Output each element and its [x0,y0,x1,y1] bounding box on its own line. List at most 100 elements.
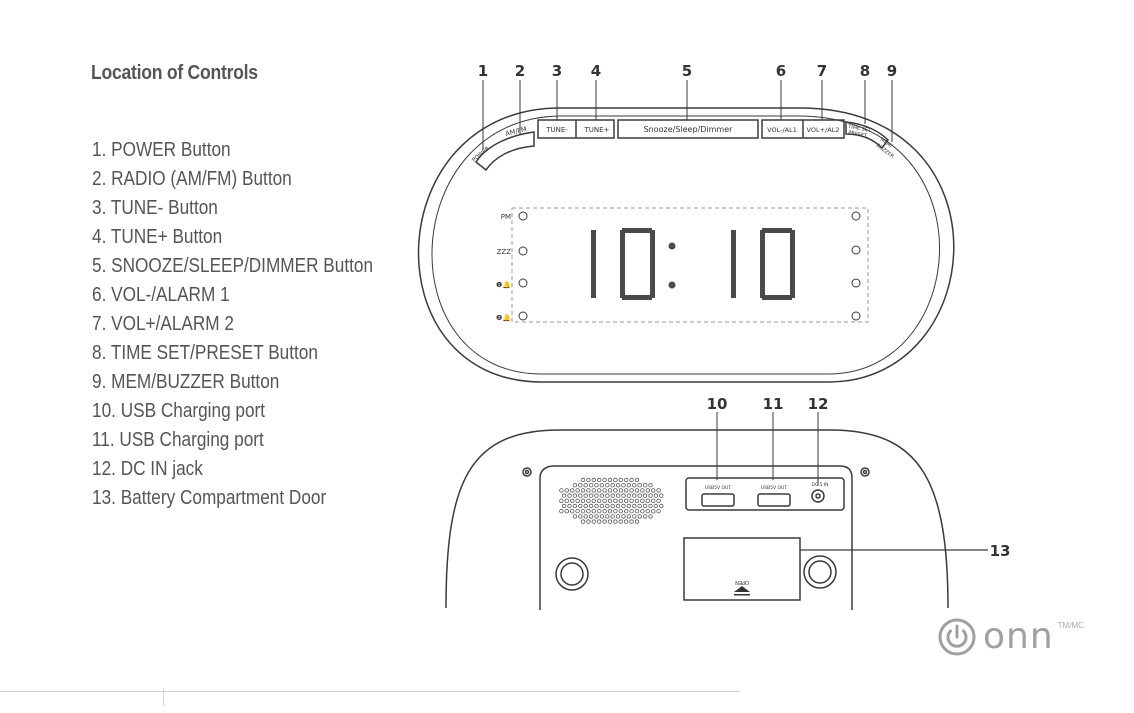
control-item-radio: 2. RADIO (AM/FM) Button [92,168,292,190]
callout-6: 6 [776,62,786,80]
control-item-power: 1. POWER Button [92,139,231,161]
grille-hole [621,483,626,488]
callout-1: 1 [478,62,488,80]
grille-hole [648,493,653,498]
grille-hole [602,477,607,483]
grille-hole [591,509,596,514]
grille-hole [656,488,661,493]
grille-hole [648,483,653,488]
grille-hole [591,498,596,503]
footer-tick [163,688,164,706]
grille-hole [629,509,634,514]
grille-hole [586,477,591,483]
control-item-dc-in: 12. DC IN jack [92,458,203,480]
label-time-set: TIME SET [847,124,873,134]
grille-hole [642,503,648,509]
usb-port-2 [757,493,791,507]
grille-hole [618,477,623,483]
grille-hole [580,519,586,524]
grille-hole [583,503,588,509]
grille-hole [570,509,575,514]
grille-hole [588,493,594,498]
callout-2: 2 [515,62,525,80]
label-snooze: Snooze/Sleep/Dimmer [644,125,734,134]
label-preset: PRESET [848,130,869,139]
grille-hole [597,509,602,514]
grille-hole [615,493,621,498]
grille-hole [597,498,602,503]
label-open: OPEN [735,579,749,585]
grille-hole [591,519,596,524]
grille-hole [591,488,596,493]
dc-in-jack [811,489,825,503]
grille-hole [626,483,632,488]
grille-hole [567,493,572,498]
grille-hole [559,488,564,493]
control-item-vol-alarm2: 7. VOL+/ALARM 2 [92,313,234,335]
grille-hole [580,477,586,483]
back-body-outline [445,429,949,609]
grille-hole [610,483,615,488]
grille-hole [594,493,599,498]
grille-hole [575,488,580,493]
callout-11: 11 [763,395,784,413]
grille-hole [599,483,605,488]
grille-hole [640,498,645,503]
grille-hole [624,509,629,514]
label-tune-plus: TUNE+ [584,126,610,134]
grille-hole [561,493,567,498]
grille-hole [572,493,578,498]
grille-hole [583,493,588,498]
display-window [511,207,869,323]
power-icon [938,618,976,656]
grille-hole [626,503,632,509]
grille-hole [588,503,594,509]
grille-hole [591,477,596,483]
footer-rule [0,691,740,692]
grille-hole [578,493,583,498]
grille-hole [605,514,610,519]
grille-hole [559,498,564,503]
control-item-tune-plus: 4. TUNE+ Button [92,226,223,248]
grille-hole [653,493,659,498]
callout-10: 10 [707,395,728,413]
grille-hole [634,498,640,503]
grille-hole [599,503,605,509]
grille-hole [651,498,656,503]
front-body-inner [431,115,940,375]
grille-hole [634,477,640,483]
grille-hole [575,509,580,514]
page-heading: Location of Controls [91,62,258,84]
grille-hole [580,509,586,514]
grille-hole [605,493,610,498]
grille-hole [605,483,610,488]
brand-trademark: TM/MC [1057,621,1084,630]
time-set-button [845,121,889,150]
grille-hole [607,477,613,483]
grille-hole [626,493,632,498]
grille-hole [597,519,602,524]
label-dc: DC 5 IN [811,482,828,488]
left-screw [522,467,532,477]
grille-hole [656,509,661,514]
grille-hole [594,483,599,488]
grille-hole [648,514,653,519]
grille-hole [629,519,634,524]
speaker-grille [559,477,664,524]
snooze-button [617,119,759,139]
grille-hole [613,477,618,483]
control-item-tune-minus: 3. TUNE- Button [92,197,218,219]
grille-hole [599,514,605,519]
grille-hole [578,503,583,509]
grille-hole [578,514,583,519]
grille-hole [564,488,569,493]
grille-hole [637,503,642,509]
grille-hole [613,519,618,524]
grille-hole [602,509,607,514]
grille-hole [645,498,650,503]
grille-hole [602,519,607,524]
control-item-usb1: 10. USB Charging port [92,400,266,422]
grille-hole [613,509,618,514]
digit-hour-tens [591,230,596,298]
